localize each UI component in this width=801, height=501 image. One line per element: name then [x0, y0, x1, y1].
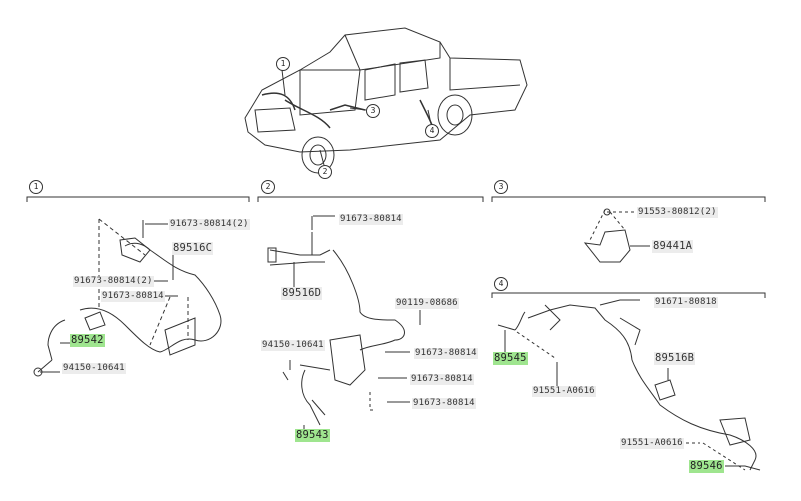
- section-4-number: 4: [494, 277, 508, 291]
- section-3-parts: [583, 208, 650, 263]
- vehicle-callout-1[interactable]: 1: [276, 57, 290, 71]
- section-1-bracket: [26, 196, 250, 202]
- part-label-highlighted[interactable]: 89543: [295, 429, 330, 442]
- part-label[interactable]: 89441A: [652, 240, 694, 253]
- part-label[interactable]: 91673-80814(2): [73, 276, 154, 287]
- section-1-number: 1: [29, 180, 43, 194]
- section-2-bracket: [257, 196, 484, 202]
- vehicle-callout-4[interactable]: 4: [425, 124, 439, 138]
- part-label[interactable]: 91671-80818: [654, 297, 718, 308]
- part-label[interactable]: 91673-80814: [414, 348, 478, 359]
- section-3-bracket: [491, 196, 766, 202]
- part-label[interactable]: 91673-80814: [410, 374, 474, 385]
- part-label[interactable]: 89516D: [281, 287, 323, 300]
- part-label-highlighted[interactable]: 89545: [493, 352, 528, 365]
- vehicle-callout-3[interactable]: 3: [366, 104, 380, 118]
- part-label[interactable]: 94150-10641: [62, 363, 126, 374]
- part-label[interactable]: 91673-80814: [339, 214, 403, 225]
- part-label[interactable]: 94150-10641: [261, 340, 325, 351]
- section-2-parts: [267, 215, 421, 432]
- part-label-highlighted[interactable]: 89546: [689, 460, 724, 473]
- part-label[interactable]: 91551-A0616: [532, 386, 596, 397]
- section-1-parts: [33, 218, 222, 377]
- part-label[interactable]: 91673-80814(2): [169, 219, 250, 230]
- vehicle-illustration: [244, 27, 528, 174]
- part-label[interactable]: 91551-A0616: [620, 438, 684, 449]
- part-label[interactable]: 90119-08686: [395, 298, 459, 309]
- part-label[interactable]: 89516C: [172, 242, 214, 255]
- section-4-parts: [497, 299, 761, 471]
- part-label-highlighted[interactable]: 89542: [70, 334, 105, 347]
- section-2-number: 2: [261, 180, 275, 194]
- vehicle-callout-2[interactable]: 2: [318, 165, 332, 179]
- part-label[interactable]: 91673-80814: [412, 398, 476, 409]
- section-4-bracket: [491, 292, 766, 298]
- part-label[interactable]: 91673-80814: [101, 291, 165, 302]
- part-label[interactable]: 89516B: [654, 352, 696, 365]
- section-3-number: 3: [494, 180, 508, 194]
- part-label[interactable]: 91553-80812(2): [637, 207, 718, 218]
